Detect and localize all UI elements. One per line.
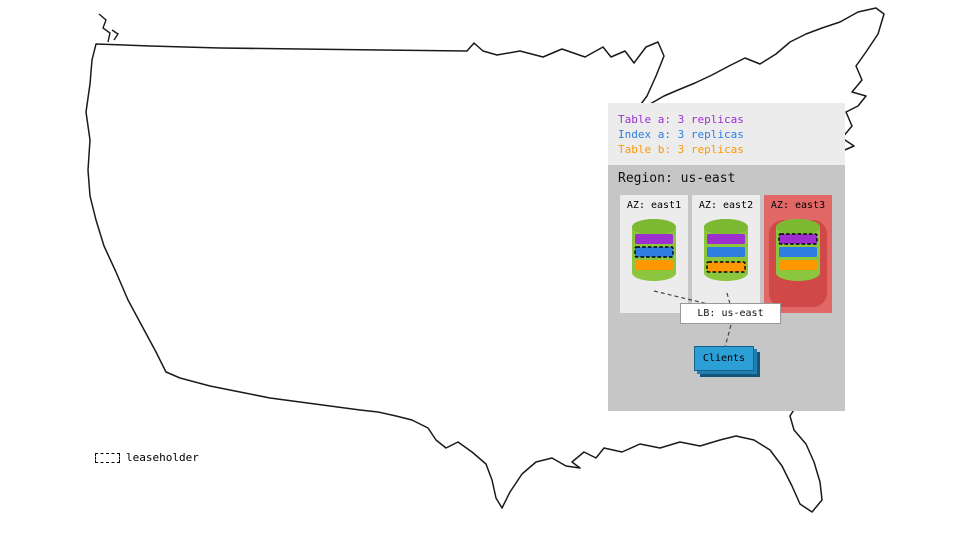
- replica-bar-table-a: [635, 234, 673, 244]
- replica-bar-table-a-leaseholder: [778, 233, 818, 245]
- legend-item-table-b: Table b: 3 replicas: [618, 143, 744, 156]
- region-us-east: Region: us-east AZ: east1 AZ: east2: [608, 165, 845, 411]
- puget-sound-islands: [98, 13, 111, 43]
- replica-bar-index-a: [779, 247, 817, 257]
- load-balancer-box: LB: us-east: [680, 303, 781, 324]
- database-cylinder-icon: [632, 219, 676, 281]
- clients-box: Clients: [694, 346, 754, 371]
- legend-item-table-a: Table a: 3 replicas: [618, 113, 744, 126]
- replica-bar-table-b-leaseholder: [706, 261, 746, 273]
- az-east2: AZ: east2: [692, 195, 760, 313]
- replica-bar-table-b: [779, 260, 817, 270]
- leaseholder-legend: leaseholder: [95, 451, 199, 464]
- database-cylinder-icon: [776, 219, 820, 281]
- coastal-island: [111, 29, 119, 41]
- az-east3: AZ: east3: [764, 195, 832, 313]
- replica-bar-table-a: [707, 234, 745, 244]
- leaseholder-legend-label: leaseholder: [126, 451, 199, 464]
- az-east1: AZ: east1: [620, 195, 688, 313]
- replica-bar-index-a: [707, 247, 745, 257]
- az-east2-label: AZ: east2: [698, 200, 754, 211]
- database-cylinder-icon: [704, 219, 748, 281]
- leaseholder-swatch-icon: [95, 452, 120, 463]
- replica-legend: Table a: 3 replicas Index a: 3 replicas …: [608, 103, 845, 165]
- replica-bar-table-b: [635, 260, 673, 270]
- replica-bar-index-a-leaseholder: [634, 246, 674, 258]
- region-title: Region: us-east: [618, 171, 736, 186]
- az-east1-label: AZ: east1: [626, 200, 682, 211]
- legend-item-index-a: Index a: 3 replicas: [618, 128, 744, 141]
- az-east3-label: AZ: east3: [770, 200, 826, 211]
